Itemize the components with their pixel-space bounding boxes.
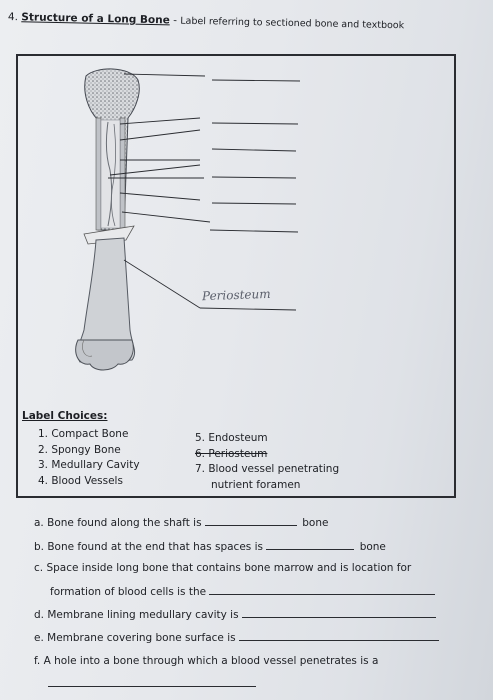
question-d-text: d. Membrane lining medullary cavity is (34, 609, 239, 621)
question-a: a. Bone found along the shaft is bone (34, 515, 328, 529)
choice-compact-bone: 1. Compact Bone (38, 428, 129, 440)
diaphysis-lower (77, 237, 136, 363)
answer-blank-c[interactable] (209, 584, 436, 595)
question-c-line2: formation of blood cells is the (50, 584, 436, 598)
question-e-text: e. Membrane covering bone surface is (34, 632, 236, 644)
question-f: f. A hole into a bone through which a bl… (34, 655, 378, 667)
question-e: e. Membrane covering bone surface is (34, 630, 439, 644)
compact-bone-wall-left (95, 117, 102, 231)
answer-blank-e[interactable] (238, 630, 439, 641)
question-f-text: f. A hole into a bone through which a bl… (34, 655, 379, 667)
choice-endosteum: 5. Endosteum (195, 432, 268, 444)
question-f-line2 (48, 676, 256, 690)
choice-periosteum: 6. Periosteum (195, 447, 268, 460)
choice-medullary-cavity: 3. Medullary Cavity (38, 459, 140, 471)
answer-blank-a[interactable] (204, 515, 297, 526)
question-b: b. Bone found at the end that has spaces… (34, 539, 386, 553)
handwritten-periosteum: Periosteum (201, 286, 271, 304)
label-choices-title: Label Choices: (22, 410, 107, 424)
choice-blood-vessels: 4. Blood Vessels (38, 474, 123, 487)
choice-nutrient-foramen: nutrient foramen (211, 478, 301, 491)
question-a-suffix: bone (302, 517, 329, 529)
question-c-text2: formation of blood cells is the (50, 586, 207, 598)
diagram-frame (16, 54, 456, 498)
label-choices-heading: Label Choices: (22, 410, 108, 422)
question-d: d. Membrane lining medullary cavity is (34, 607, 436, 621)
label-choices-right: 5. Endosteum 6. Periosteum 7. Blood vess… (195, 431, 339, 493)
question-c-text: c. Space inside long bone that contains … (34, 562, 412, 574)
lower-epiphysis (75, 339, 134, 371)
question-b-text: b. Bone found at the end that has spaces… (34, 541, 263, 553)
answer-blank-d[interactable] (241, 607, 436, 618)
answer-blank-b[interactable] (266, 539, 355, 550)
blood-vessels (105, 121, 113, 227)
choice-spongy-bone: 2. Spongy Bone (38, 443, 121, 456)
question-b-suffix: bone (359, 541, 386, 553)
question-c: c. Space inside long bone that contains … (34, 562, 411, 574)
question-a-text: a. Bone found along the shaft is (34, 517, 202, 529)
answer-blank-f[interactable] (48, 676, 256, 687)
label-choices-left: 1. Compact Bone 2. Spongy Bone 3. Medull… (38, 427, 140, 489)
choice-blood-vessel: 7. Blood vessel penetrating (195, 463, 340, 475)
